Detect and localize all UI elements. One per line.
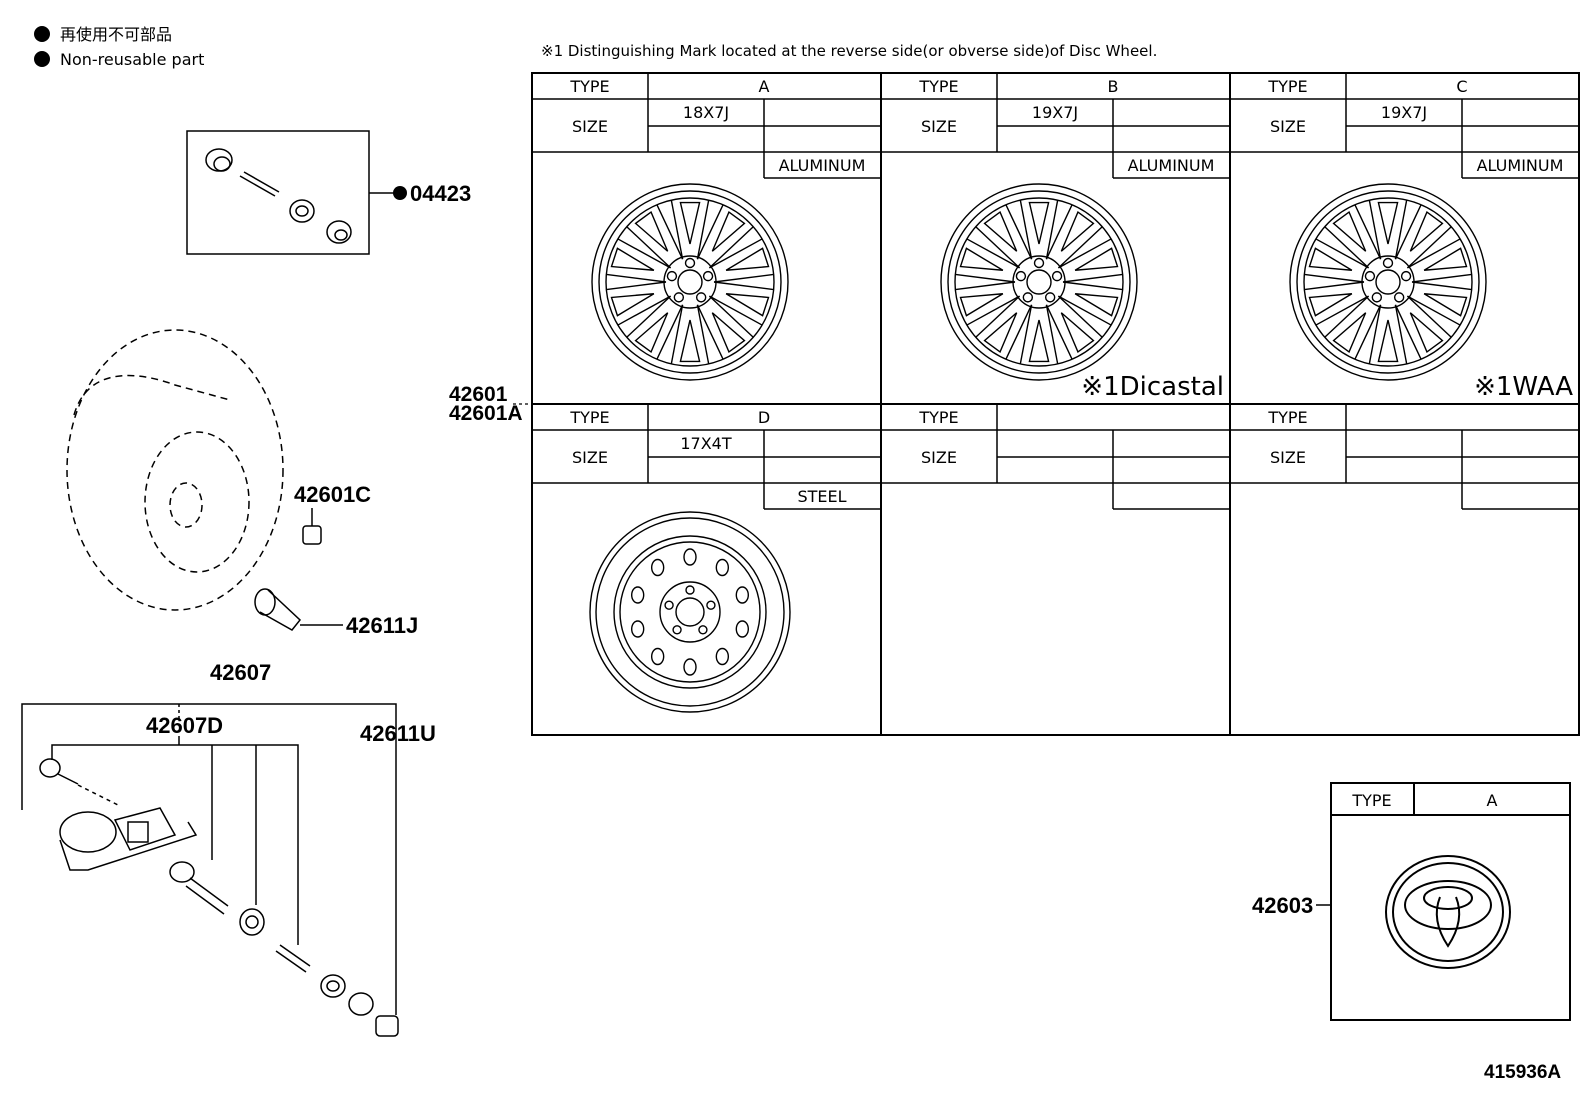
tpms-sensor-icon [59,811,117,853]
sensor-cap-icon [375,1015,399,1037]
valve-core-icon [239,175,276,197]
material-value: ALUMINUM [1477,156,1564,175]
legend-english: Non-reusable part [60,50,204,69]
valve-42611J [254,588,343,631]
part-number-42601C: 42601C [294,482,371,507]
type-value: A [759,77,770,96]
distinguishing-mark-note: ※1 Distinguishing Mark located at the re… [541,42,1157,60]
legend-bullet-icon [34,26,50,42]
tpms-bracket-icon [59,821,198,871]
type-label: TYPE [569,408,609,427]
tpms-leader-lines [21,703,397,1015]
wheel-table-cell: TYPE SIZE A 18X7J ALUMINUM [532,73,881,179]
part-number-04423: 04423 [410,181,471,206]
wheel-type-b-alloy [940,183,1138,381]
spare-wheel-outline [66,329,284,611]
toyota-emblem-cap [1385,855,1511,969]
sensor-valve-stem-icon [169,861,195,883]
non-reusable-bullet-icon [393,186,407,200]
size-label: SIZE [572,448,608,467]
wheel-table-cell: TYPE SIZE C 19X7J ALUMINUM ※1WAA [1230,73,1579,402]
sensor-washer-icon [320,974,346,998]
type-value: C [1456,77,1467,96]
type-label: TYPE [1267,77,1307,96]
size-label: SIZE [921,448,957,467]
type-label: TYPE [918,77,958,96]
cap-type-label: TYPE [1351,791,1391,810]
size-label: SIZE [572,117,608,136]
legend-bullet-icon [34,51,50,67]
wheel-type-table [531,72,1580,736]
cap-outer-icon [1385,855,1511,969]
toyota-logo-icon [1404,880,1492,930]
material-value: STEEL [797,487,846,506]
distinguishing-mark: ※1WAA [1474,372,1573,402]
wheel-table-cells: TYPE SIZE A 18X7J ALUMINUM TYPE SIZE B 19X7J ALUM… [532,73,1579,510]
wheel-type-d-steel [589,511,791,713]
wheel-table-cell: TYPE SIZE [881,404,1230,510]
size-value: 17X4T [680,434,732,453]
wheel-table-cell: TYPE SIZE [1230,404,1579,510]
part-number-42601: 42601 [449,383,508,406]
sensor-screw-icon [39,758,61,778]
part-number-42603: 42603 [1252,893,1313,918]
size-label: SIZE [921,117,957,136]
sensor-grommet-icon [239,908,265,936]
wheel-type-c-alloy [1289,183,1487,381]
legend: 再使用不可部品 Non-reusable part [34,25,204,69]
part-number-42607: 42607 [210,660,271,685]
type-label: TYPE [569,77,609,96]
wheel-table-cell: TYPE SIZE B 19X7J ALUMINUM ※1Dicastal [881,73,1230,402]
valve-grommet-icon [289,199,315,223]
type-value: B [1108,77,1119,96]
valve-kit-04423 [186,130,395,255]
size-value: 18X7J [683,103,729,122]
part-number-42601A: 42601A [449,402,523,425]
part-number-42611U: 42611U [360,721,436,746]
material-value: ALUMINUM [1128,156,1215,175]
size-label: SIZE [1270,117,1306,136]
distinguishing-mark: ※1Dicastal [1081,372,1224,402]
size-value: 19X7J [1381,103,1427,122]
wheel-type-a-alloy [591,183,789,381]
type-value: D [758,408,770,427]
type-label: TYPE [1267,408,1307,427]
wheel-cap-table [1330,782,1571,1021]
sensor-nut-icon [348,992,374,1016]
tpms-sensor-parts [39,758,399,1037]
illustration-id: 415936A [1484,1062,1561,1083]
lug-nut-icon [302,525,322,545]
legend-japanese: 再使用不可部品 [60,25,172,44]
lug-nut-42601C [302,508,322,545]
material-value: ALUMINUM [779,156,866,175]
size-label: SIZE [1270,448,1306,467]
part-number-42607D: 42607D [146,713,223,738]
sensor-core-icon [279,944,311,967]
type-label: TYPE [918,408,958,427]
valve-nut-icon [326,220,352,244]
wheel-table-cell: TYPE SIZE D 17X4T STEEL [532,404,881,510]
part-number-42611J: 42611J [346,613,418,638]
size-value: 19X7J [1032,103,1078,122]
cap-type-value: A [1487,791,1498,810]
wheel-face-outline [66,329,284,611]
